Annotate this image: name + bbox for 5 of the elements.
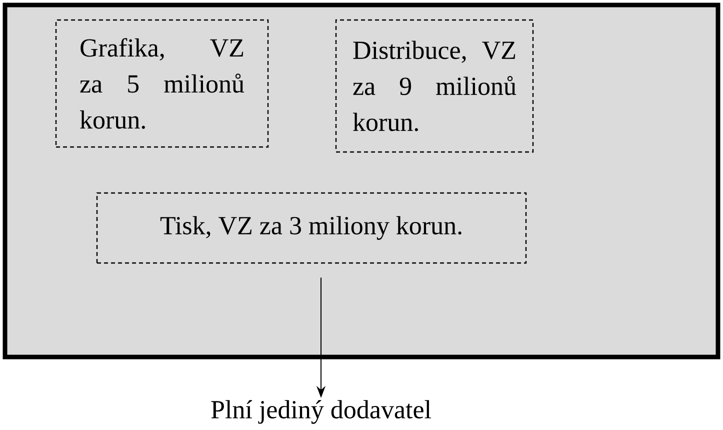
dashed-box: Distribuce, VZ za 9 milionů korun.: [335, 19, 534, 153]
panel: [2, 2, 720, 360]
dashed-box: Tisk, VZ za 3 miliony korun.: [96, 192, 527, 264]
dashed-box: Grafika, VZ za 5 milionů korun.: [55, 19, 269, 148]
caption-text: Plní jediný dodavatel: [211, 400, 431, 424]
